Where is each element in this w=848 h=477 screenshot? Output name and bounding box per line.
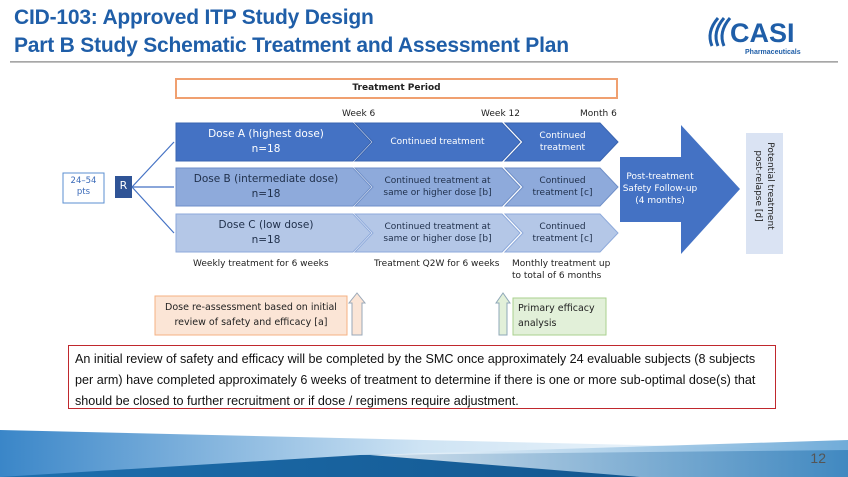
arm-b-phase1 xyxy=(175,167,372,207)
phase3-note-line1: Monthly treatment up xyxy=(512,259,611,269)
arm-b-label: Dose B (intermediate dose) n=18 xyxy=(176,172,356,202)
arm-b-phase2 xyxy=(353,167,521,207)
arm-c-n: n=18 xyxy=(251,234,281,246)
arm-a-phase2-label: Continued treatment xyxy=(370,136,505,148)
randomization-label: R xyxy=(119,179,128,192)
arm-b-phase3 xyxy=(503,167,619,207)
title-divider xyxy=(10,61,838,63)
arm-a-phase3-label: Continued treatment xyxy=(515,130,610,154)
arm-c-phase2-line2: same or higher dose [b] xyxy=(383,234,492,244)
arm-a-phase1 xyxy=(175,122,372,162)
randomization-box xyxy=(115,176,132,198)
phase1-note: Weekly treatment for 6 weeks xyxy=(193,259,329,269)
potential-line1: Potential treatment xyxy=(765,142,775,230)
efficacy-line2: analysis xyxy=(518,318,557,329)
arm-c-phase1 xyxy=(175,213,372,253)
arm-a-label: Dose A (highest dose) n=18 xyxy=(176,127,356,157)
follow-up-line3: (4 months) xyxy=(635,196,685,206)
follow-up-line2: Safety Follow-up xyxy=(622,184,698,194)
arm-b-phase2-line2: same or higher dose [b] xyxy=(383,188,492,198)
arm-b-phase2-line1: Continued treatment at xyxy=(384,176,491,186)
arm-a-phase3-line2: treatment xyxy=(539,143,586,153)
treatment-period-box: Treatment Period xyxy=(175,78,618,99)
dose-reassessment-label: Dose re-assessment based on initial revie… xyxy=(155,300,347,330)
arm-a-dose: Dose A (highest dose) xyxy=(208,128,324,140)
svg-text:CASI: CASI xyxy=(730,18,795,48)
milestone-week6: Week 6 xyxy=(342,109,376,119)
arm-c-dose: Dose C (low dose) xyxy=(218,219,314,231)
phase2-note: Treatment Q2W for 6 weeks xyxy=(374,259,500,269)
arm-a-phase3 xyxy=(503,122,619,162)
phase3-note-line2: to total of 6 months xyxy=(512,271,602,281)
svg-text:Pharmaceuticals: Pharmaceuticals xyxy=(745,49,801,56)
arm-c-phase2-label: Continued treatment at same or higher dos… xyxy=(370,221,505,245)
efficacy-up-arrow xyxy=(495,292,511,336)
arm-c-phase2-line1: Continued treatment at xyxy=(384,222,491,232)
reassessment-line1: Dose re-assessment based on initial xyxy=(165,302,337,313)
arm-a-phase2 xyxy=(353,122,521,162)
arm-c-phase3 xyxy=(503,213,619,253)
potential-line2: post-relapse [d] xyxy=(753,150,763,222)
potential-treatment-box xyxy=(746,133,783,254)
milestone-week12: Week 12 xyxy=(481,109,520,119)
arm-c-label: Dose C (low dose) n=18 xyxy=(176,218,356,248)
primary-efficacy-label: Primary efficacy analysis xyxy=(518,301,595,331)
patients-range: 24–54 xyxy=(70,176,97,186)
arm-b-phase3-label: Continued treatment [c] xyxy=(515,175,610,199)
arm-a-phase2-line: Continued treatment xyxy=(390,137,485,147)
arm-c-phase2 xyxy=(353,213,521,253)
patients-unit: pts xyxy=(76,187,91,197)
arm-a-phase3-line1: Continued xyxy=(539,131,586,141)
arm-c-phase3-label: Continued treatment [c] xyxy=(515,221,610,245)
dose-reassessment-box xyxy=(154,295,348,336)
arm-c-phase3-line2: treatment [c] xyxy=(532,234,593,244)
arm-b-phase3-line2: treatment [c] xyxy=(532,188,593,198)
phase3-note: Monthly treatment up to total of 6 months xyxy=(512,258,610,282)
slide-title-line2: Part B Study Schematic Treatment and Ass… xyxy=(14,34,569,57)
primary-efficacy-box xyxy=(512,297,607,336)
arm-b-n: n=18 xyxy=(251,188,281,200)
milestone-month6: Month 6 xyxy=(580,109,617,119)
arm-b-phase3-line1: Continued xyxy=(539,176,586,186)
reassessment-line2: review of safety and efficacy [a] xyxy=(174,317,328,328)
follow-up-line1: Post-treatment xyxy=(626,172,694,182)
footer-wave-right xyxy=(370,440,848,477)
slide-title-line1: CID-103: Approved ITP Study Design xyxy=(14,6,374,29)
reassessment-up-arrow xyxy=(347,292,367,336)
smc-review-note: An initial review of safety and efficacy… xyxy=(68,345,776,409)
arm-b-phase2-label: Continued treatment at same or higher dos… xyxy=(370,175,505,199)
arm-b-dose: Dose B (intermediate dose) xyxy=(193,173,339,185)
page-number: 12 xyxy=(810,450,826,466)
patients-box xyxy=(62,172,105,204)
follow-up-arrow xyxy=(620,125,740,254)
casi-logo: CASI Pharmaceuticals xyxy=(708,17,801,56)
arm-a-n: n=18 xyxy=(251,143,281,155)
efficacy-line1: Primary efficacy xyxy=(518,303,595,314)
arm-c-phase3-line1: Continued xyxy=(539,222,586,232)
